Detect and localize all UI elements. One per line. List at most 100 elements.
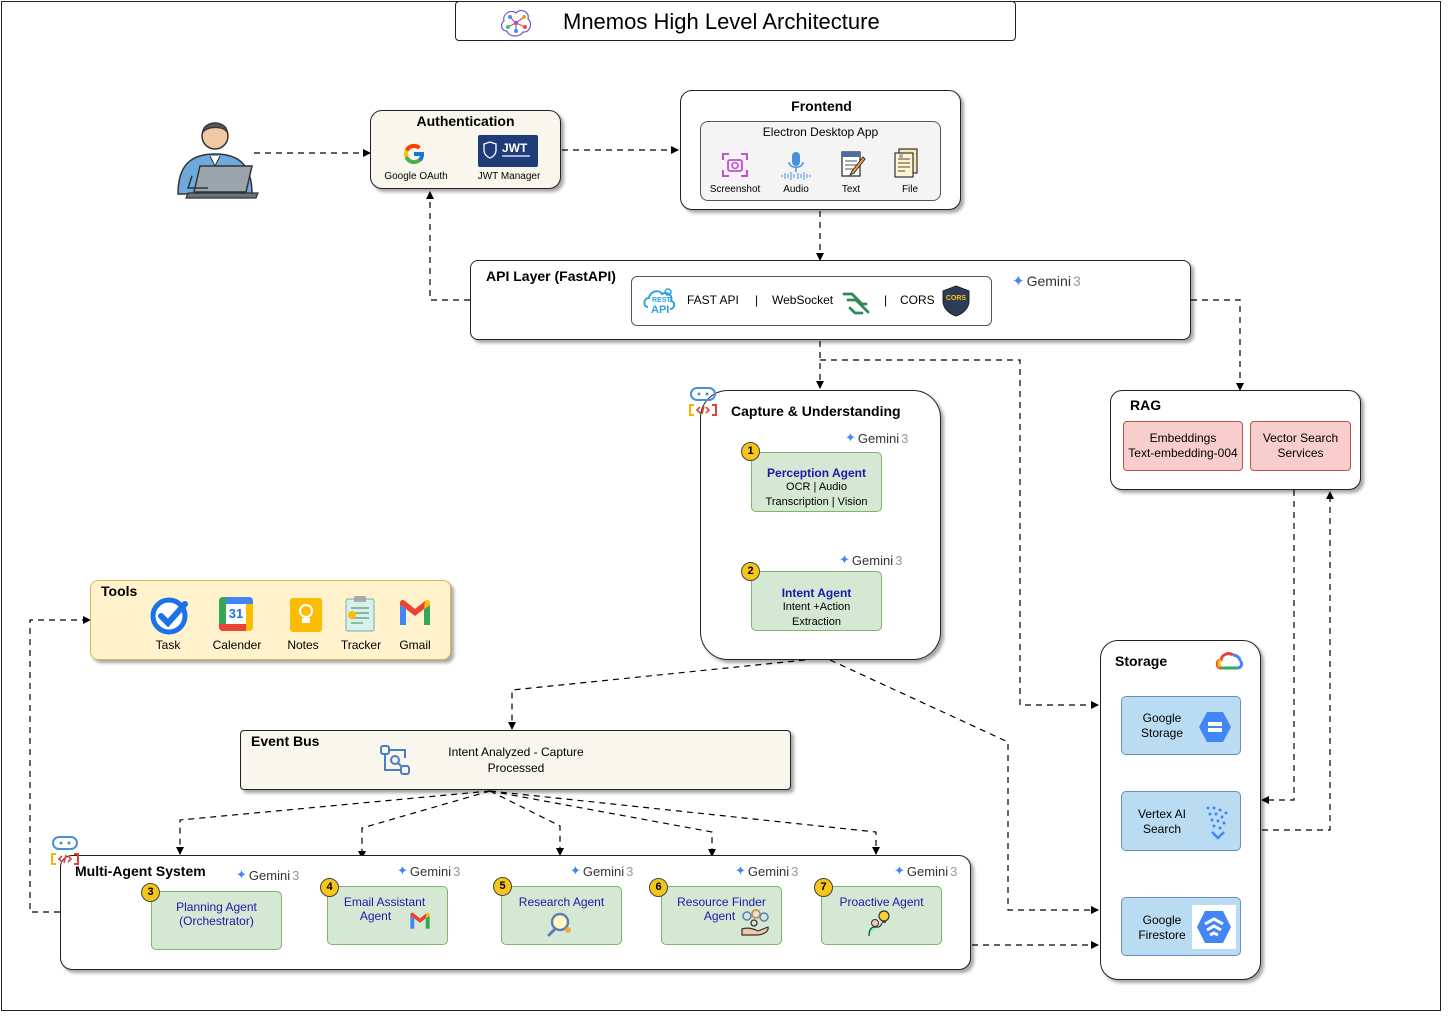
capture-title: Capture & Understanding <box>731 403 901 419</box>
event-bus-line-1: Intent Analyzed - Capture <box>448 745 584 759</box>
storage-title: Storage <box>1115 653 1168 669</box>
tools-box: Tools 31 <box>90 580 451 660</box>
event-bus-title: Event Bus <box>251 733 320 749</box>
research-magnifier-icon <box>547 912 571 937</box>
event-bus-box: Event Bus Intent Analyzed - Capture Proc… <box>240 730 791 790</box>
google-firestore-box: Google Firestore <box>1121 897 1241 956</box>
websocket-icon <box>842 292 870 315</box>
title-box: Mnemos High Level Architecture <box>455 1 1016 41</box>
calendar-icon: 31 <box>219 597 253 631</box>
diagram-title: Mnemos High Level Architecture <box>563 9 880 34</box>
gemini-sparkle-icon: ✦ <box>735 863 746 878</box>
frontend-title: Frontend <box>791 98 852 114</box>
authentication-box: Authentication Google OAuth JWT JWT Mana… <box>370 110 561 189</box>
rag-box: RAG Embeddings Text-embedding-004 Vector… <box>1110 390 1361 490</box>
tool-task-label: Task <box>155 638 181 652</box>
gemini-sparkle-icon: ✦ <box>894 863 905 878</box>
google-oauth-label: Google OAuth <box>384 171 448 182</box>
event-bus-line-2: Processed <box>487 761 545 775</box>
input-file-label: File <box>901 184 919 195</box>
gemini-sparkle-icon: ✦ <box>845 430 856 445</box>
input-audio-label: Audio <box>783 184 809 195</box>
authentication-title: Authentication <box>416 113 515 129</box>
arrow-api-rag <box>1191 299 1244 391</box>
planning-agent-box: Planning Agent (Orchestrator) <box>151 891 282 950</box>
input-text-label: Text <box>841 184 861 195</box>
notes-bulb-icon <box>290 598 322 632</box>
arrow-capture-storage <box>829 659 1099 914</box>
gemini-sparkle-icon: ✦ <box>236 867 247 882</box>
resource-finder-agent-box: Resource Finder Agent <box>661 886 782 945</box>
rag-title: RAG <box>1130 397 1162 413</box>
tool-calender-label: Calender <box>212 638 262 652</box>
tool-tracker-label: Tracker <box>340 638 382 652</box>
capture-box: Capture & Understanding ✦ Gemini 3 Perce… <box>700 390 941 660</box>
step-badge-1: 1 <box>741 442 760 461</box>
cloud-storage-icon <box>1199 712 1231 742</box>
arrow-api-storage <box>820 359 1099 709</box>
arrow-api-auth <box>426 191 470 301</box>
gmail-icon <box>410 912 430 929</box>
tools-title: Tools <box>101 583 138 599</box>
gemini-badge-intent: ✦ Gemini 3 <box>839 552 903 568</box>
api-layer-title: API Layer (FastAPI) <box>486 268 616 284</box>
audio-mic-icon <box>781 152 811 180</box>
frontend-box: Frontend Electron Desktop App <box>680 90 961 210</box>
step-badge-6: 6 <box>649 878 668 897</box>
step-badge-4: 4 <box>320 878 339 897</box>
gemini-sparkle-icon: ✦ <box>1012 273 1025 290</box>
rest-api-icon: REST API <box>642 285 676 319</box>
tool-notes-label: Notes <box>287 638 319 652</box>
step-badge-2: 2 <box>741 562 760 581</box>
arrow-vertex-rag <box>1262 491 1334 831</box>
api-layer-box: API Layer (FastAPI) REST API FAST API | … <box>470 260 1191 340</box>
websocket-label: WebSocket <box>772 293 834 307</box>
tracker-clipboard-icon <box>345 596 375 632</box>
intent-agent-name: Intent Agent <box>781 586 852 600</box>
jwt-logo-icon: JWT <box>478 135 538 167</box>
fastapi-label: FAST API <box>687 293 739 307</box>
text-note-icon <box>841 151 866 177</box>
vertex-search-icon <box>1206 806 1228 840</box>
storage-box: Storage Google Storage Vertex AI Search <box>1100 640 1261 980</box>
agent-code-icon <box>51 836 79 865</box>
user-laptop-icon <box>177 122 259 199</box>
arrow-capture-eventbus <box>508 659 806 730</box>
perception-agent-box: Perception Agent OCR | Audio Transcripti… <box>751 452 882 512</box>
vector-search-box: Vector Search Services <box>1250 421 1351 471</box>
arrow-bus-planning <box>176 790 491 855</box>
input-screenshot-label: Screenshot <box>709 184 761 195</box>
arrow-bus-resource <box>489 790 716 857</box>
gemini-badge-perception: ✦ Gemini 3 <box>845 430 909 446</box>
google-cloud-icon <box>1215 652 1244 670</box>
event-bus-icon <box>380 745 410 775</box>
perception-agent-name: Perception Agent <box>767 466 866 480</box>
intent-agent-box: Intent Agent Intent +Action Extraction <box>751 571 882 631</box>
embeddings-box: Embeddings Text-embedding-004 <box>1123 421 1243 471</box>
step-badge-3: 3 <box>141 883 160 902</box>
brain-logo-icon <box>501 9 532 37</box>
screenshot-icon <box>722 153 748 177</box>
firestore-icon <box>1192 905 1236 949</box>
proactive-agent-box: Proactive Agent <box>821 886 942 945</box>
electron-app-box: Electron Desktop App <box>700 121 941 201</box>
separator-1: | <box>755 293 759 307</box>
cors-label: CORS <box>900 293 935 307</box>
vertex-ai-search-box: Vertex AI Search <box>1121 791 1241 851</box>
step-badge-7: 7 <box>814 878 833 897</box>
api-tech-box: REST API FAST API | WebSocket | CORS COR… <box>631 276 992 326</box>
agent-code-icon <box>689 387 717 416</box>
tool-gmail-label: Gmail <box>399 638 431 652</box>
email-assistant-agent-box: Email Assistant Agent <box>327 886 448 945</box>
cors-shield-icon: CORS <box>942 285 970 317</box>
arrow-rag-vertex <box>1261 490 1295 804</box>
file-document-icon <box>894 148 918 178</box>
arrow-bus-research <box>489 790 564 856</box>
